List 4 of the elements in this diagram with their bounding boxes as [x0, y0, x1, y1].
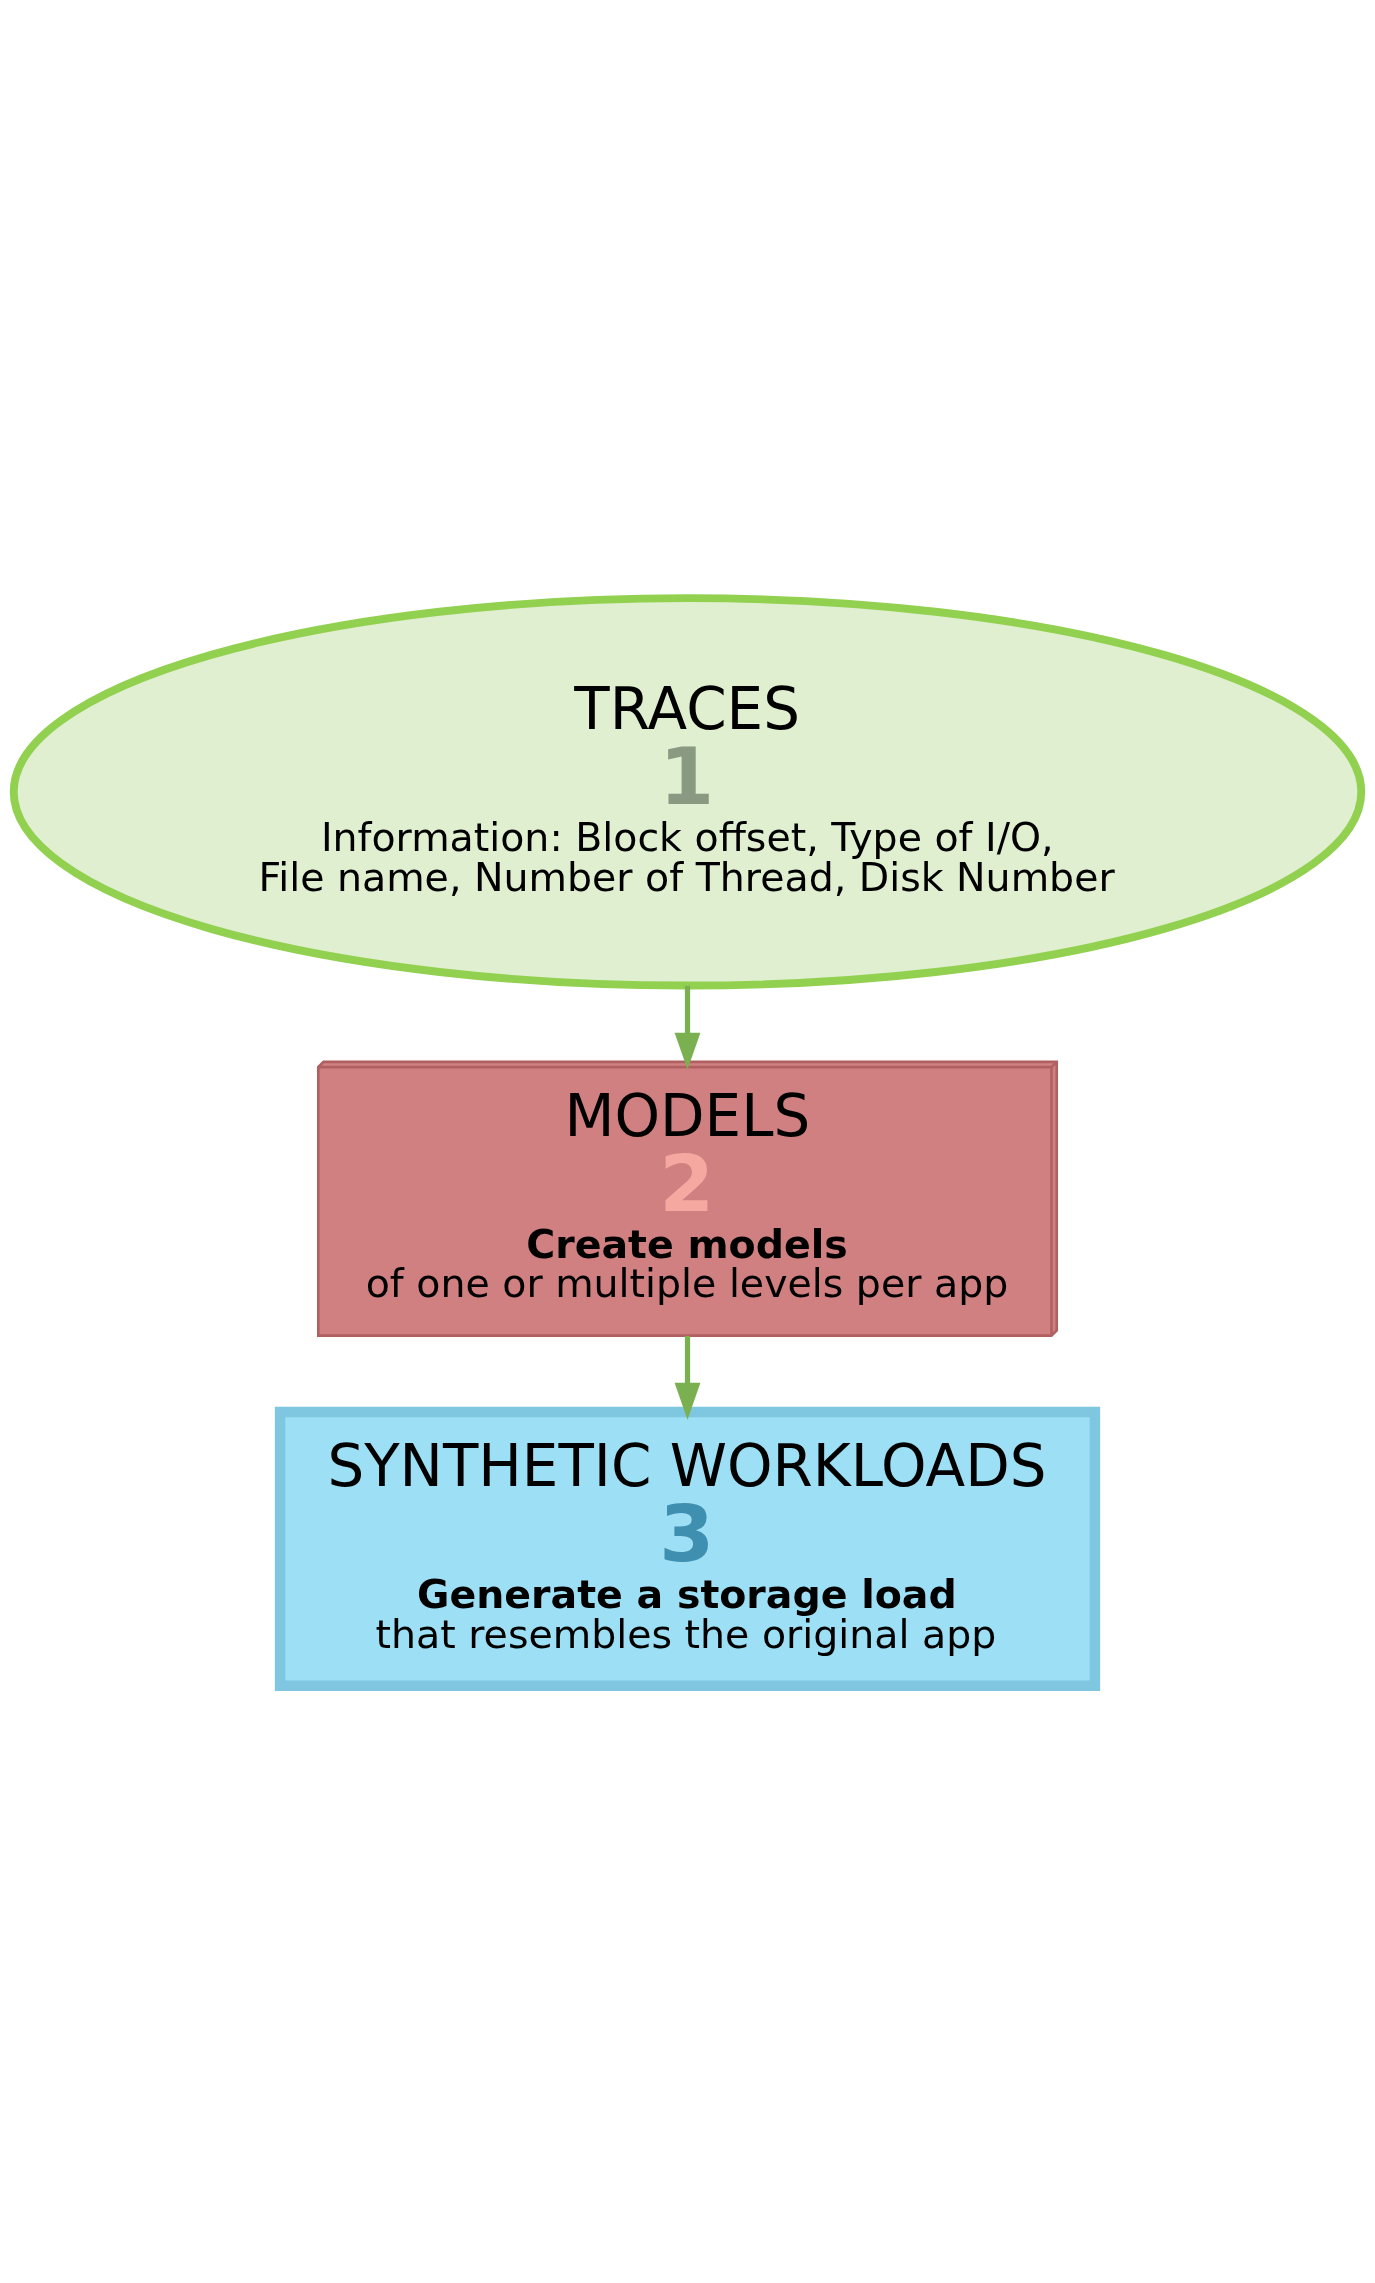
arrow — [674, 985, 701, 1070]
node-box: SYNTHETIC WORKLOADS 3 Generate a storage load that resembles the original app — [274, 1406, 1101, 1691]
arrow — [674, 1335, 701, 1420]
node-ellipse: TRACES 1 Information: Block offset, Type of I/O, File name, Number of Thread, Disk Number — [9, 593, 1366, 990]
